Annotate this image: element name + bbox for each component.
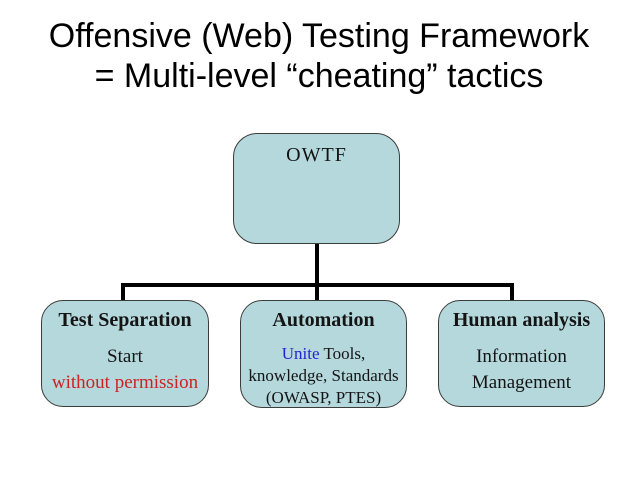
human-analysis-box: Human analysis Information Management — [438, 300, 605, 407]
slide-title-line1: Offensive (Web) Testing Framework — [48, 17, 590, 55]
connector-horizontal — [121, 283, 514, 287]
connector-right-stub — [510, 283, 514, 301]
automation-line-owasp-ptes: (OWASP, PTES) — [265, 388, 382, 407]
automation-word-tools: Tools, — [319, 344, 366, 363]
automation-header: Automation — [272, 309, 375, 331]
human-analysis-header: Human analysis — [452, 309, 591, 331]
slide-title-line2: = Multi-level “cheating” tactics — [94, 57, 544, 95]
slide-title: Offensive (Web) Testing Framework = Mult… — [0, 16, 638, 96]
automation-word-unite: Unite — [281, 344, 320, 363]
automation-line-unite-tools: Unite Tools, — [241, 343, 406, 365]
connector-left-stub — [121, 283, 125, 301]
test-separation-body: Start without permission — [42, 344, 208, 396]
human-analysis-body: Information Management — [439, 344, 604, 396]
automation-body: Unite Tools, knowledge, Standards (OWASP… — [241, 343, 406, 409]
automation-box: Automation Unite Tools, knowledge, Stand… — [240, 300, 407, 408]
connector-root-vertical — [315, 243, 319, 302]
test-separation-header: Test Separation — [58, 309, 192, 331]
human-analysis-line-information: Information — [476, 346, 567, 367]
automation-line-knowledge-standards: knowledge, Standards — [248, 366, 399, 385]
owtf-root-box: OWTF — [233, 133, 400, 244]
test-separation-line-start: Start — [107, 346, 143, 367]
test-separation-line-without-permission: without permission — [51, 372, 199, 393]
human-analysis-line-management: Management — [471, 372, 572, 393]
test-separation-box: Test Separation Start without permission — [41, 300, 209, 407]
owtf-root-label: OWTF — [286, 144, 347, 166]
